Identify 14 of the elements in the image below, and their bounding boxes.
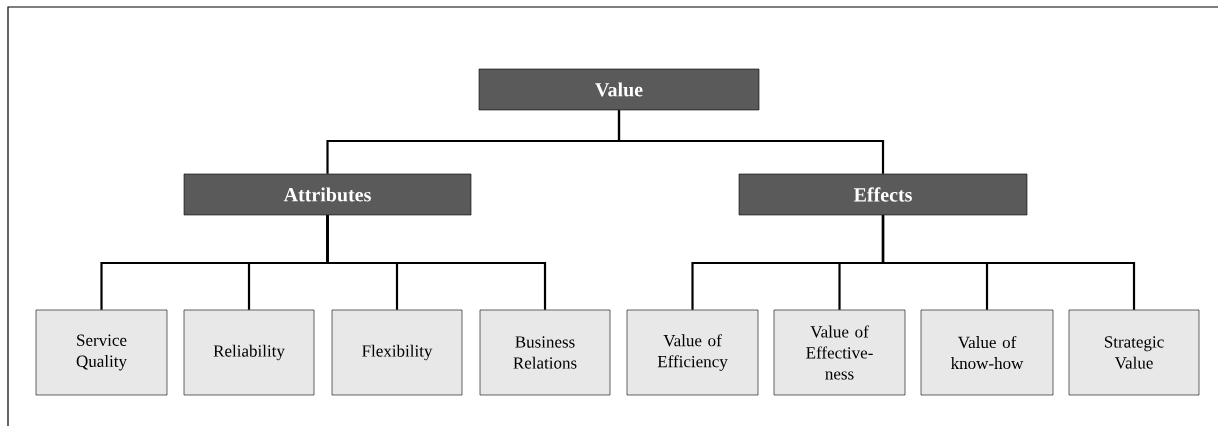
category-box: Business Relations [479, 309, 611, 396]
category-box: Reliability [183, 309, 315, 396]
connector-line [326, 215, 547, 310]
category-box: Strategic Value [1068, 309, 1200, 396]
heading-box: Value [478, 68, 760, 111]
category-box: Value of know-how [920, 309, 1054, 396]
connector-line [881, 215, 1136, 310]
heading-box: Effects [738, 173, 1028, 216]
category-box: Flexibility [331, 309, 463, 396]
category-box: Service Quality [35, 309, 168, 396]
heading-box: Attributes [183, 173, 472, 216]
connector-line [617, 110, 885, 174]
category-box: Value of Effective- ness [773, 309, 906, 396]
category-box: Value of Efficiency [626, 309, 759, 396]
